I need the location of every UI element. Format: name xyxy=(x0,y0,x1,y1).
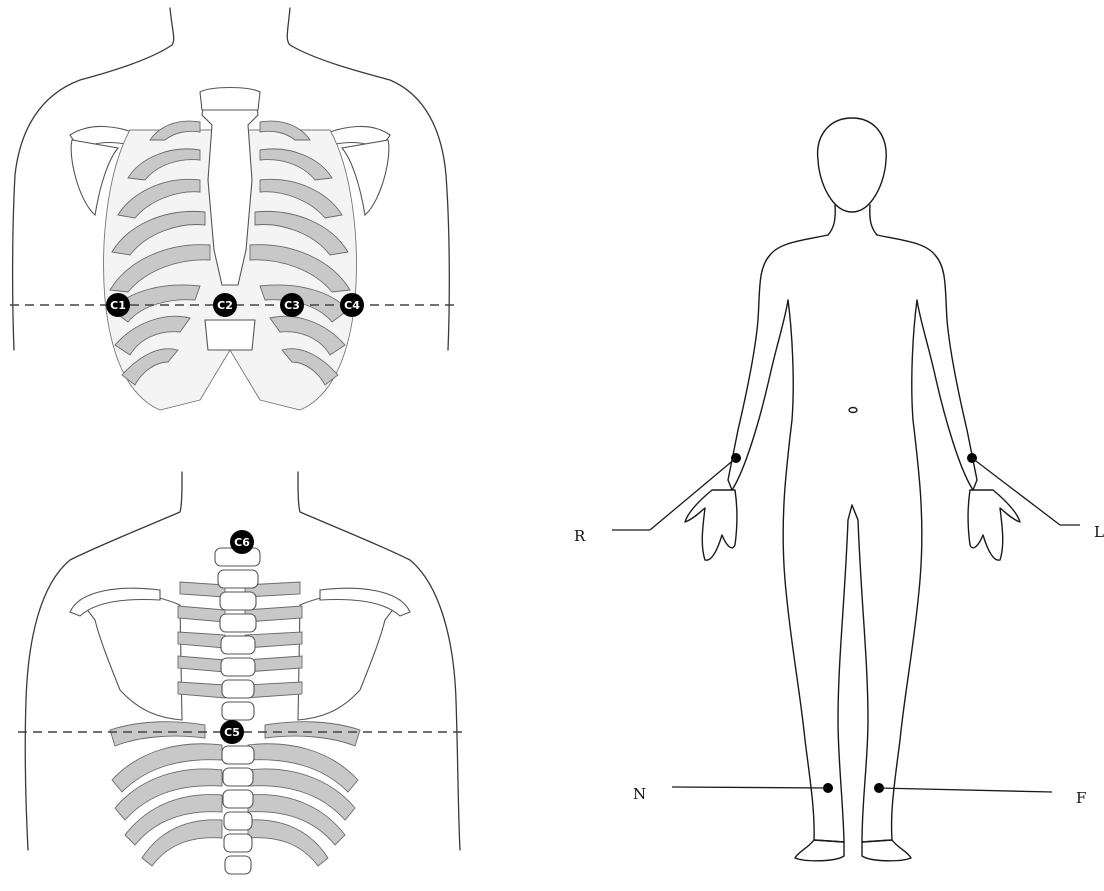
head xyxy=(818,118,887,212)
right-shoulder-blade xyxy=(298,594,400,720)
electrode-c5-label: C5 xyxy=(224,726,240,739)
front-chest-illustration: C1 C2 C3 C4 xyxy=(10,8,455,410)
neck xyxy=(828,205,877,235)
left-hand xyxy=(968,490,1020,560)
limb-electrode-f: F xyxy=(874,783,1086,807)
limb-electrode-r: R xyxy=(574,453,741,545)
electrode-f-label: F xyxy=(1076,789,1086,807)
electrode-c2: C2 xyxy=(213,293,237,317)
electrode-c1-label: C1 xyxy=(110,299,126,312)
electrode-c3: C3 xyxy=(280,293,304,317)
electrode-n-leader xyxy=(672,787,828,788)
limb-electrode-l: L xyxy=(967,453,1104,541)
electrode-n-label: N xyxy=(633,785,646,803)
right-hand xyxy=(685,490,737,560)
electrode-c6: C6 xyxy=(230,530,254,554)
electrode-c5: C5 xyxy=(220,720,244,744)
electrode-r-leader xyxy=(650,458,736,530)
electrode-r-label: R xyxy=(574,527,586,545)
electrode-l-label: L xyxy=(1094,523,1104,541)
full-body-illustration: R L N F xyxy=(574,118,1104,861)
body-outline xyxy=(728,235,977,842)
electrode-c2-label: C2 xyxy=(217,299,233,312)
left-shoulder-blade xyxy=(80,594,182,720)
lower-spine-front xyxy=(205,320,255,350)
electrode-c6-label: C6 xyxy=(234,536,250,549)
left-foot xyxy=(862,840,911,861)
electrode-f-leader xyxy=(879,788,1052,792)
electrode-c1: C1 xyxy=(106,293,130,317)
electrode-c3-label: C3 xyxy=(284,299,300,312)
electrode-c4: C4 xyxy=(340,293,364,317)
navel xyxy=(849,408,857,413)
upper-spine-front xyxy=(200,88,260,111)
back-illustration: C6 C5 xyxy=(18,472,465,874)
electrode-c4-label: C4 xyxy=(344,299,360,312)
limb-electrode-n: N xyxy=(633,783,833,803)
right-foot xyxy=(795,840,844,861)
